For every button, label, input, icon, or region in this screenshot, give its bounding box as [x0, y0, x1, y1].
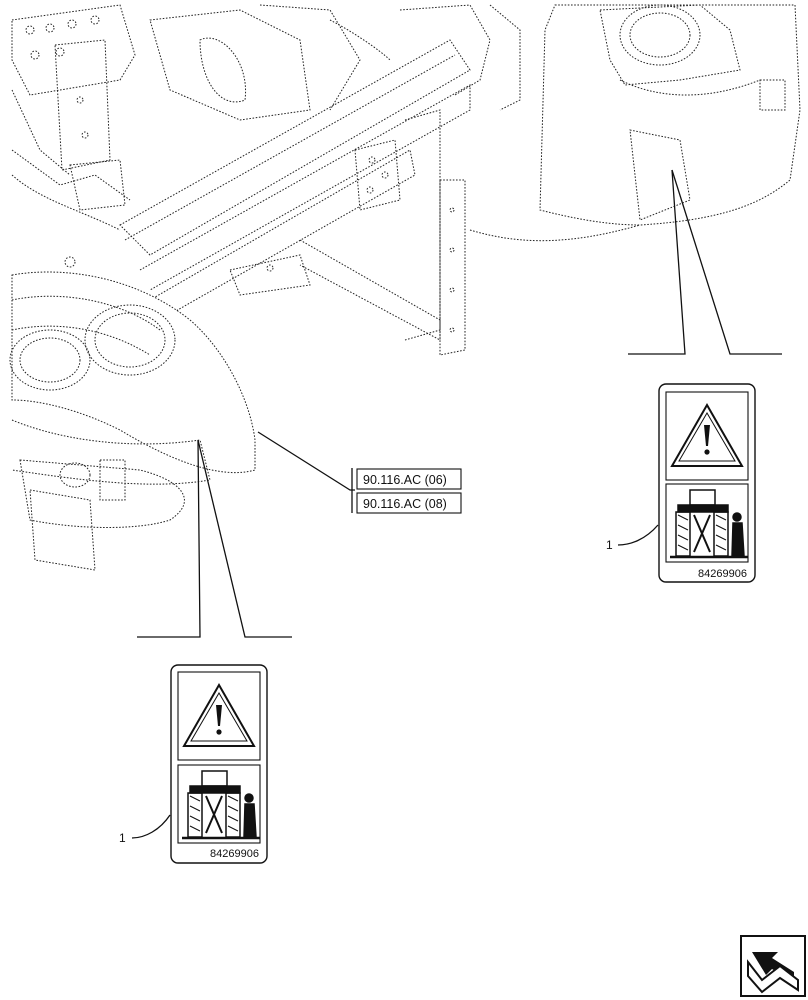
decal-part-number: 84269906 [210, 848, 259, 860]
crush-hazard-pictogram [670, 489, 748, 559]
warning-triangle-icon [182, 682, 256, 747]
reference-box-06[interactable] [356, 468, 462, 490]
decal-left: 84269906 [170, 664, 268, 864]
reference-box-08[interactable] [356, 492, 462, 514]
reference-labels[interactable]: 90.116.AC (06) 90.116.AC (08) [351, 468, 462, 514]
reference-label-06[interactable]: 90.116.AC (06) [363, 473, 447, 487]
next-page-arrow-icon[interactable] [740, 935, 806, 997]
decal-part-number: 84269906 [698, 568, 747, 580]
leader-lines [131, 169, 782, 839]
crush-hazard-pictogram [182, 770, 260, 840]
callout-number[interactable]: 1 [119, 831, 126, 845]
decal-right: 84269906 [658, 383, 756, 583]
reference-label-08[interactable]: 90.116.AC (08) [363, 497, 447, 511]
callout-number[interactable]: 1 [606, 538, 613, 552]
tractor-front-frame-drawing [9, 4, 801, 571]
warning-triangle-icon [670, 402, 744, 467]
